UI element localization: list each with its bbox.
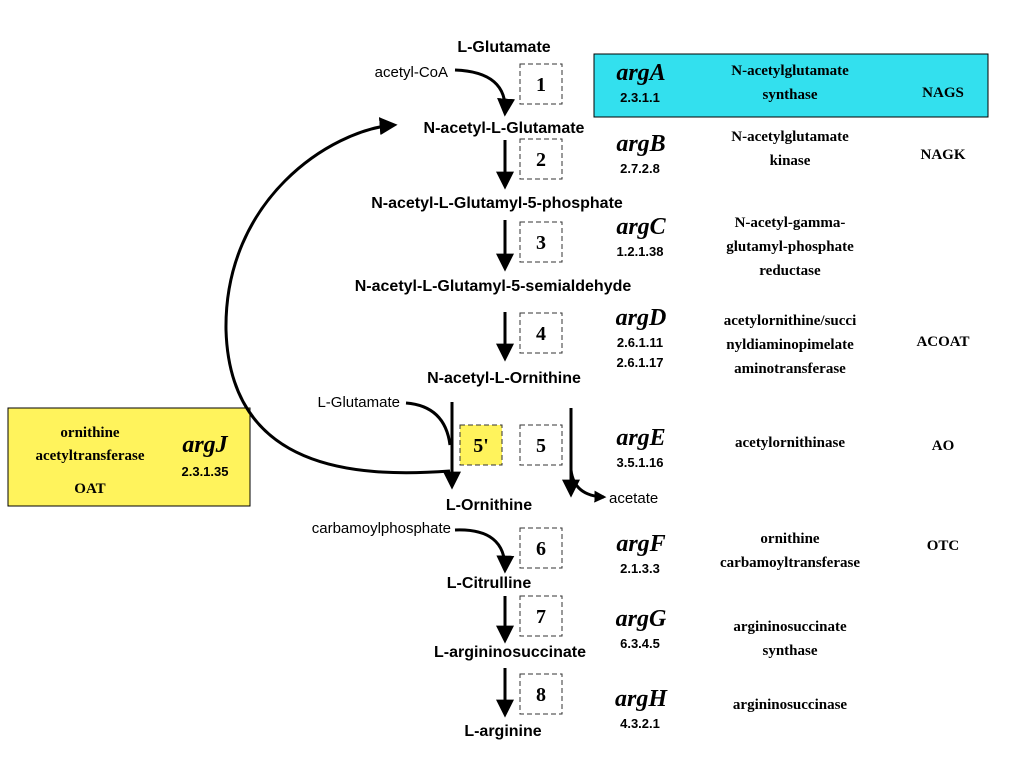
enzyme-name-argb-line-1: N-acetylglutamate: [731, 129, 849, 145]
step-5prime-box: [459, 424, 503, 466]
ec-argc: 1.2.1.38: [617, 244, 664, 259]
cofactor-carbamoylphosphate: carbamoylphosphate: [312, 520, 451, 537]
abbr-otc: OTC: [927, 538, 960, 554]
step-7-number: 7: [536, 606, 546, 628]
enzyme-name-argf-line-2: carbamoyltransferase: [720, 555, 860, 571]
enzyme-name-argg-line-1: argininosuccinate: [733, 619, 847, 635]
gene-argd: argD: [616, 305, 667, 331]
step-7-box: [519, 595, 563, 637]
enzyme-name-argd-line-2: nyldiaminopimelate: [726, 337, 854, 353]
abbr-oat: OAT: [74, 481, 105, 497]
arrow-step-6: [454, 528, 515, 574]
step-4-number: 4: [536, 323, 546, 345]
abbr-ao: AO: [932, 438, 955, 454]
enzyme-name-arga-line-2: synthase: [762, 87, 817, 103]
step-8-box: [519, 673, 563, 715]
ec-argd-1: 2.6.1.11: [617, 335, 663, 350]
abbr-nagk: NAGK: [921, 147, 966, 163]
enzyme-name-argc-line-3: reductase: [759, 263, 821, 279]
gene-argb: argB: [616, 131, 665, 157]
ec-argj: 2.3.1.35: [182, 464, 229, 479]
gene-argj: argJ: [182, 432, 228, 458]
compound-l-glutamate: L-Glutamate: [457, 39, 550, 56]
compound-n-acetyl-l-glutamate: N-acetyl-L-Glutamate: [424, 120, 585, 137]
gene-argh: argH: [615, 686, 668, 712]
arrow-acetate-out: [569, 469, 607, 503]
enzyme-name-argj-line-2: acetyltransferase: [35, 448, 144, 464]
enzyme-name-argf-line-1: ornithine: [760, 531, 820, 547]
step-2-number: 2: [536, 149, 546, 171]
arrow-recycle-loop: [224, 117, 451, 475]
ec-argf: 2.1.3.3: [620, 561, 660, 576]
ec-argd-2: 2.6.1.17: [617, 355, 664, 370]
enzyme-name-argc-line-1: N-acetyl-gamma-: [735, 215, 846, 231]
step-3-box: [519, 221, 563, 263]
step-5-box: [519, 424, 563, 466]
ec-arga: 2.3.1.1: [620, 90, 660, 105]
enzyme-name-argg-line-2: synthase: [762, 643, 817, 659]
gene-argg: argG: [616, 606, 667, 632]
enzyme-name-argj-line-1: ornithine: [60, 425, 120, 441]
abbr-nags: NAGS: [922, 85, 964, 101]
enzyme-name-argd-line-3: aminotransferase: [734, 361, 846, 377]
compound-n-acetyl-glutamyl-phosphate: N-acetyl-L-Glutamyl-5-phosphate: [371, 195, 623, 212]
enzyme-name-arga-line-1: N-acetylglutamate: [731, 63, 849, 79]
enzyme-name-arge-line-1: acetylornithinase: [735, 435, 845, 451]
gene-argc: argC: [616, 214, 666, 240]
step-1-number: 1: [536, 74, 546, 96]
ec-arge: 3.5.1.16: [617, 455, 664, 470]
ec-argb: 2.7.2.8: [620, 161, 660, 176]
step-1-box: [519, 63, 563, 105]
cofactor-l-glutamate: L-Glutamate: [317, 394, 400, 411]
ec-argg: 6.3.4.5: [620, 636, 660, 651]
step-6-number: 6: [536, 538, 546, 560]
cofactor-acetate: acetate: [609, 490, 658, 507]
ec-argh: 4.3.2.1: [620, 716, 660, 731]
step-3-number: 3: [536, 232, 546, 254]
argj-highlight-box: [7, 407, 251, 507]
step-2-box: [519, 138, 563, 180]
gene-arge: argE: [616, 425, 665, 451]
compound-l-ornithine: L-Ornithine: [446, 497, 532, 514]
compound-l-arginine: L-arginine: [464, 723, 541, 740]
enzyme-name-argb-line-2: kinase: [770, 153, 811, 169]
enzyme-name-argh-line-1: argininosuccinase: [733, 697, 848, 713]
step-8-number: 8: [536, 684, 546, 706]
arrow-l-glutamate-in: [405, 401, 452, 446]
compound-l-citrulline: L-Citrulline: [447, 575, 532, 592]
enzyme-name-argc-line-2: glutamyl-phosphate: [726, 239, 854, 255]
arrow-step-1: [454, 68, 516, 117]
step-5prime-number: 5': [473, 435, 489, 457]
nags-highlight-box: [593, 53, 989, 118]
compound-n-acetyl-l-ornithine: N-acetyl-L-Ornithine: [427, 370, 581, 387]
abbr-acoat: ACOAT: [916, 334, 969, 350]
gene-argf: argF: [616, 531, 665, 557]
step-4-box: [519, 312, 563, 354]
gene-arga: argA: [616, 60, 665, 86]
cofactor-acetyl-coa: acetyl-CoA: [375, 64, 448, 81]
step-6-box: [519, 527, 563, 569]
compound-n-acetyl-glutamyl-semialdehyde: N-acetyl-L-Glutamyl-5-semialdehyde: [355, 278, 632, 295]
enzyme-name-argd-line-1: acetylornithine/succi: [724, 313, 856, 329]
compound-l-argininosuccinate: L-argininosuccinate: [434, 644, 586, 661]
step-5-number: 5: [536, 435, 546, 457]
